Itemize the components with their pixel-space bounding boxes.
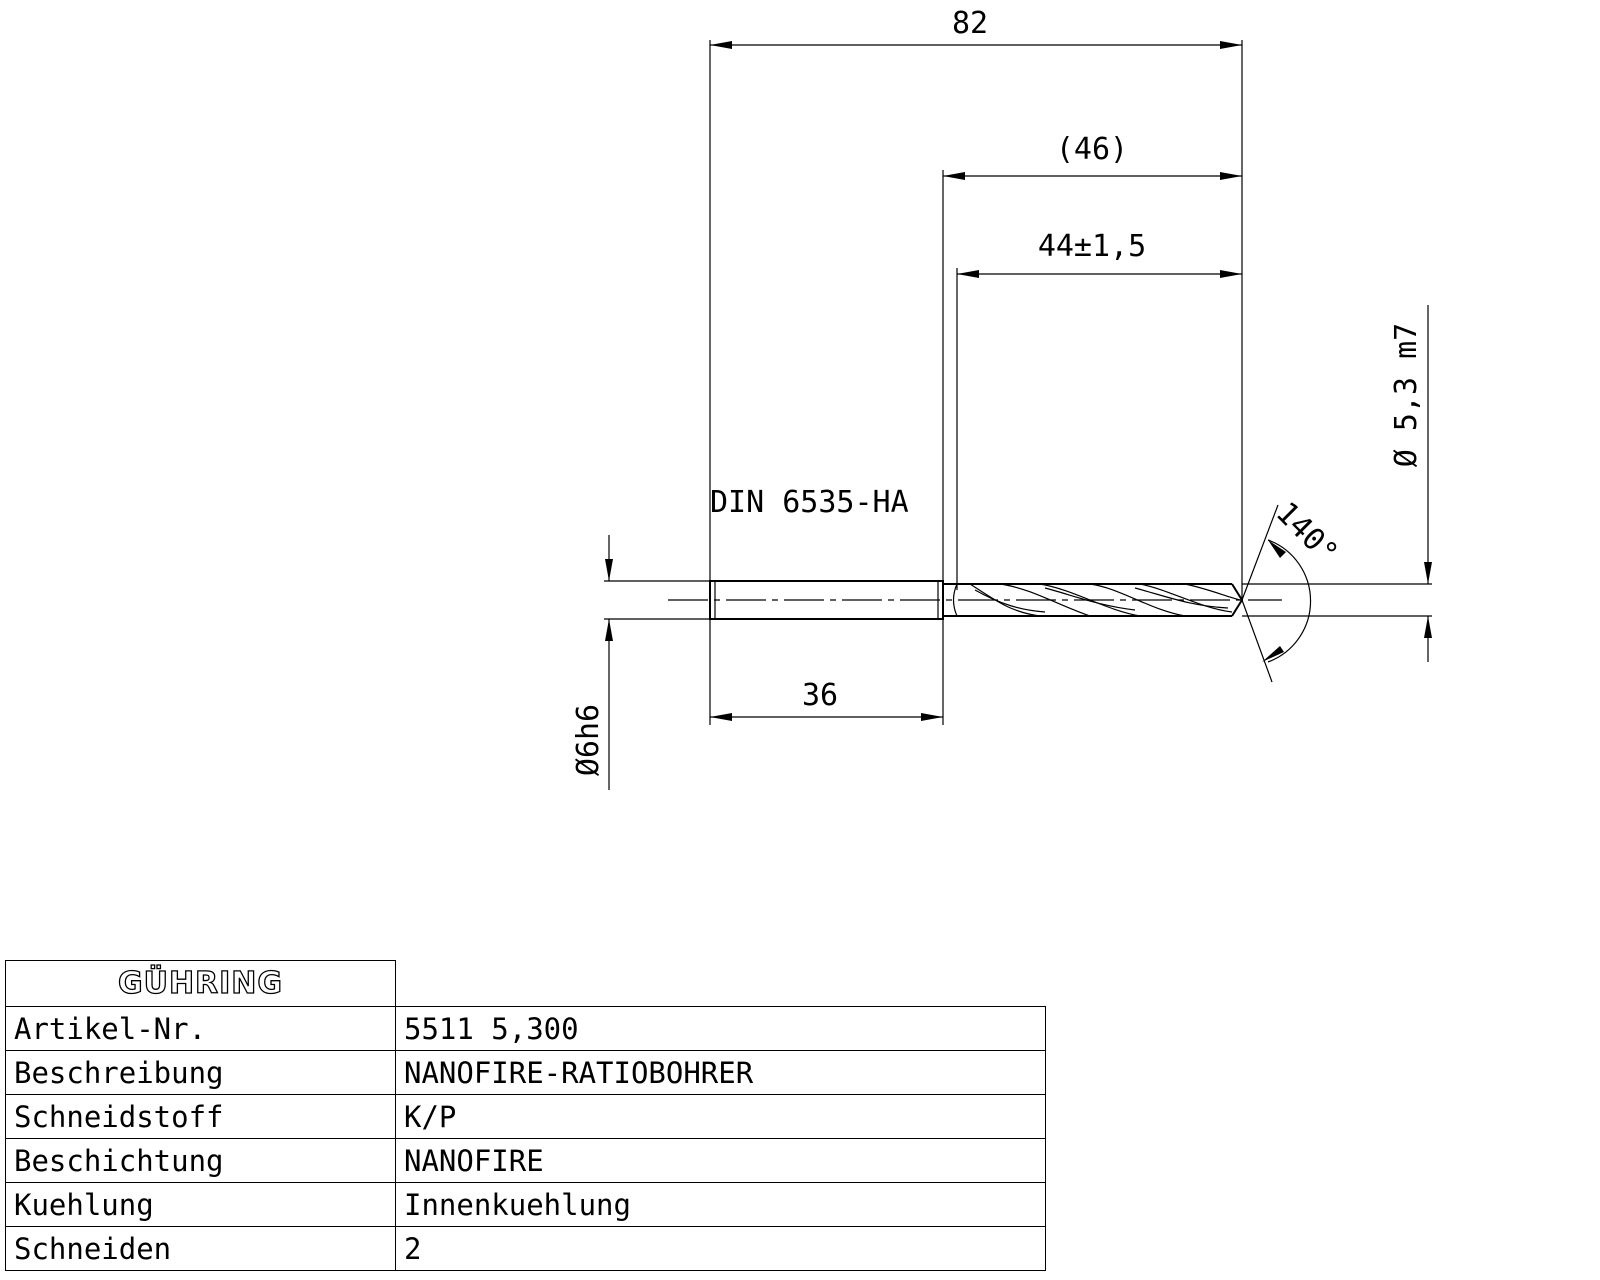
spec-key: Schneidstoff — [5, 1094, 396, 1139]
table-row: Kuehlung Innenkuehlung — [5, 1182, 1046, 1227]
spec-key: Beschreibung — [5, 1050, 396, 1095]
spec-value: 5511 5,300 — [395, 1006, 1046, 1051]
dim-flute-ref-label: (46) — [1056, 132, 1128, 167]
point-angle-label: 140° — [1269, 495, 1345, 571]
table-row: Beschichtung NANOFIRE — [5, 1138, 1046, 1183]
dimension-flute-reference: (46) — [942, 132, 1242, 620]
dimension-body-diameter: Ø 5,3 m7 — [1242, 305, 1432, 662]
table-row: Beschreibung NANOFIRE-RATIOBOHRER — [5, 1050, 1046, 1095]
spec-key: Beschichtung — [5, 1138, 396, 1183]
spec-value: K/P — [395, 1094, 1046, 1139]
dimension-flute-length: 44±1,5 — [956, 229, 1242, 590]
table-row: Schneiden 2 — [5, 1226, 1046, 1271]
dim-flute-length-label: 44±1,5 — [1038, 229, 1146, 264]
spec-key: Artikel-Nr. — [5, 1006, 396, 1051]
dim-body-diameter-label: Ø 5,3 m7 — [1389, 323, 1424, 468]
dimension-shank-length: 36 — [710, 620, 944, 725]
dimension-shank-diameter: Ø6h6 — [571, 535, 710, 790]
spec-table: GÜHRING Artikel-Nr. 5511 5,300 Beschreib… — [5, 960, 1046, 1271]
dim-shank-diameter-label: Ø6h6 — [571, 704, 606, 776]
guehring-logo: GÜHRING — [117, 965, 284, 1001]
table-row: Artikel-Nr. 5511 5,300 — [5, 1006, 1046, 1051]
spec-value: NANOFIRE-RATIOBOHRER — [395, 1050, 1046, 1095]
spec-key: Kuehlung — [5, 1182, 396, 1227]
dimension-total-length: 82 — [709, 6, 1243, 725]
logo-row: GÜHRING — [5, 960, 1046, 1007]
standard-label: DIN 6535-HA — [710, 485, 909, 520]
spec-key: Schneiden — [5, 1226, 396, 1271]
spec-value: NANOFIRE — [395, 1138, 1046, 1183]
dimension-point-angle: 140° — [1241, 495, 1345, 683]
spec-value: Innenkuehlung — [395, 1182, 1046, 1227]
technical-drawing: 82 (46) 44±1,5 36 DIN 6535-HA Ø6h6 — [571, 6, 1432, 790]
logo-blank-cell — [395, 960, 1046, 1007]
logo-cell: GÜHRING — [5, 960, 396, 1007]
dim-shank-length-label: 36 — [802, 678, 838, 713]
drill-outline — [668, 580, 1282, 620]
spec-value: 2 — [395, 1226, 1046, 1271]
table-row: Schneidstoff K/P — [5, 1094, 1046, 1139]
dim-total-length-label: 82 — [952, 6, 988, 41]
